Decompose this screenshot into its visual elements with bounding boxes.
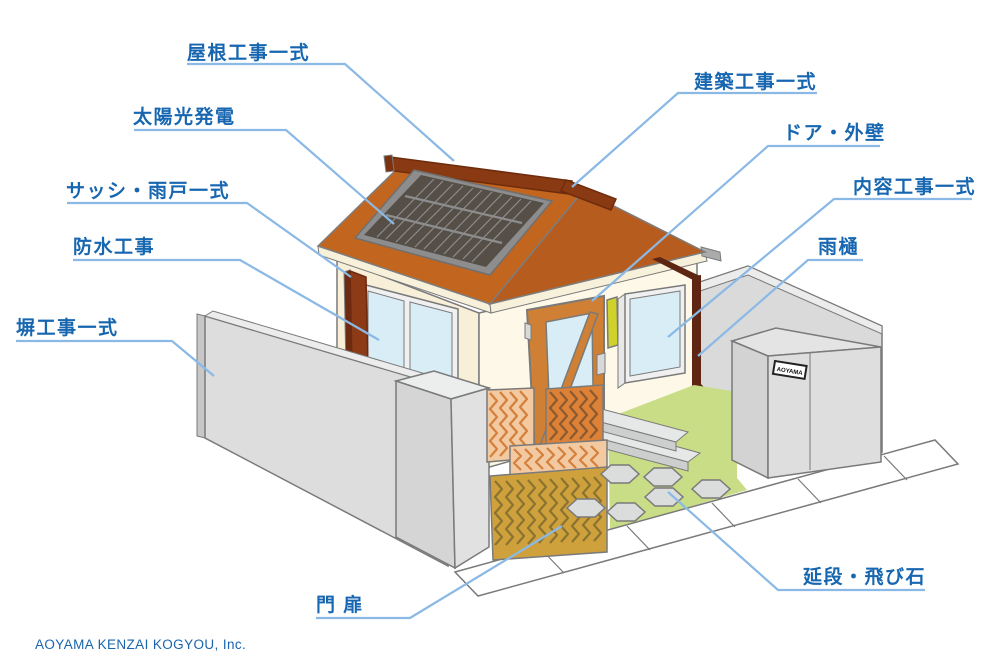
leader-building	[571, 91, 817, 188]
utility-box-front-face	[767, 346, 882, 479]
stepping-stone	[642, 467, 684, 487]
company-name: AOYAMA KENZAI KOGYOU, Inc.	[35, 637, 246, 652]
label-fence: 塀工事一式	[16, 316, 119, 339]
leader-door-wall	[591, 144, 880, 302]
fence-left-end-cap	[196, 313, 206, 439]
leader-interior	[667, 197, 972, 338]
right-window-side	[617, 293, 626, 389]
leader-lines	[16, 62, 972, 620]
deck-rail-center-chevrons	[548, 389, 599, 441]
solar-panel	[353, 169, 554, 276]
leader-gate	[316, 525, 563, 620]
sidewalk-joints	[540, 455, 908, 574]
stepping-stone	[643, 487, 685, 507]
label-stepping-stones: 延段・飛び石	[802, 565, 926, 588]
stepping-stone	[690, 479, 732, 499]
sidewalk	[453, 439, 960, 597]
label-sash-shutter: サッシ・雨戸一式	[66, 179, 230, 202]
roof-ridge-end-cap	[383, 154, 395, 173]
label-solar: 太陽光発電	[133, 105, 236, 128]
leader-sash-shutter	[67, 201, 352, 278]
sidewalk-band	[453, 439, 960, 597]
label-roof: 屋根工事一式	[187, 41, 310, 64]
roof-hip-cap	[559, 179, 618, 211]
label-waterproof: 防水工事	[73, 235, 155, 258]
gate-pillar-right-face	[450, 387, 490, 570]
porch-steps	[570, 407, 702, 472]
downspout-pipe	[692, 275, 701, 393]
leader-solar	[134, 128, 395, 225]
right-window-glass	[629, 290, 681, 377]
deck-and-gate	[486, 384, 608, 561]
label-door-wall: ドア・外壁	[783, 121, 886, 144]
label-interior: 内容工事一式	[853, 175, 976, 198]
fence-left	[196, 310, 458, 568]
leader-roof	[187, 62, 455, 162]
labels: 屋根工事一式 太陽光発電 サッシ・雨戸一式 防水工事 塀工事一式 建築工事一式 …	[16, 41, 976, 616]
label-building: 建築工事一式	[694, 70, 817, 93]
leader-rain-gutter	[697, 258, 863, 357]
leader-waterproof	[73, 258, 380, 341]
solar-panel-rails	[385, 194, 523, 245]
stepping-stone	[599, 464, 641, 484]
door-hinge	[524, 322, 532, 341]
solar-panel-grid	[376, 178, 532, 263]
label-gate: 門 扉	[316, 593, 364, 616]
leader-fence	[16, 339, 215, 377]
roof	[316, 154, 722, 314]
gate-pillar	[393, 370, 492, 570]
deck-panel-left-chevrons	[488, 390, 529, 458]
accent-window-yellow	[606, 295, 619, 350]
right-window	[617, 284, 686, 389]
utility-box: AOYAMA	[729, 327, 882, 480]
nameplate-text: AOYAMA	[776, 367, 803, 377]
nameplate-plate	[771, 359, 808, 380]
label-rain-gutter: 雨樋	[818, 235, 859, 258]
stepping-stone	[605, 502, 647, 522]
stepping-stone	[565, 498, 607, 518]
utility-box-left-face	[731, 339, 769, 480]
deck-step-chevrons	[512, 445, 600, 471]
stepping-stones	[565, 464, 732, 522]
leader-stepping-stones	[667, 491, 925, 592]
nameplate: AOYAMA	[771, 359, 808, 380]
downspout-elbow-top	[652, 257, 700, 281]
gate-pillar-left-face	[395, 379, 456, 570]
door-handle	[596, 352, 606, 376]
